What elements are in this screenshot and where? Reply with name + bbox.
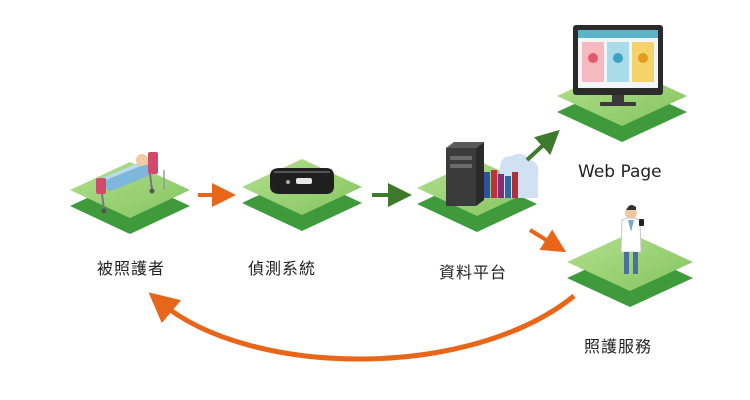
arrow-care-to-patient xyxy=(148,292,576,362)
server-database-icon xyxy=(446,142,539,206)
sensor-device-icon xyxy=(270,168,334,194)
patient-label: 被照護者 xyxy=(97,259,166,278)
care-service-label: 照護服務 xyxy=(584,337,653,356)
arrow-platform-to-care xyxy=(528,228,567,253)
patient-bed-icon xyxy=(96,152,165,214)
doctor-icon xyxy=(620,205,644,274)
web-page-label: Web Page xyxy=(578,162,662,182)
data-platform-label: 資料平台 xyxy=(439,263,508,282)
arrow-platform-to-web xyxy=(525,129,560,162)
sensor-system-label: 偵測系統 xyxy=(248,259,317,278)
care-service-tile xyxy=(567,233,693,307)
monitor-dashboard-icon xyxy=(573,25,663,106)
